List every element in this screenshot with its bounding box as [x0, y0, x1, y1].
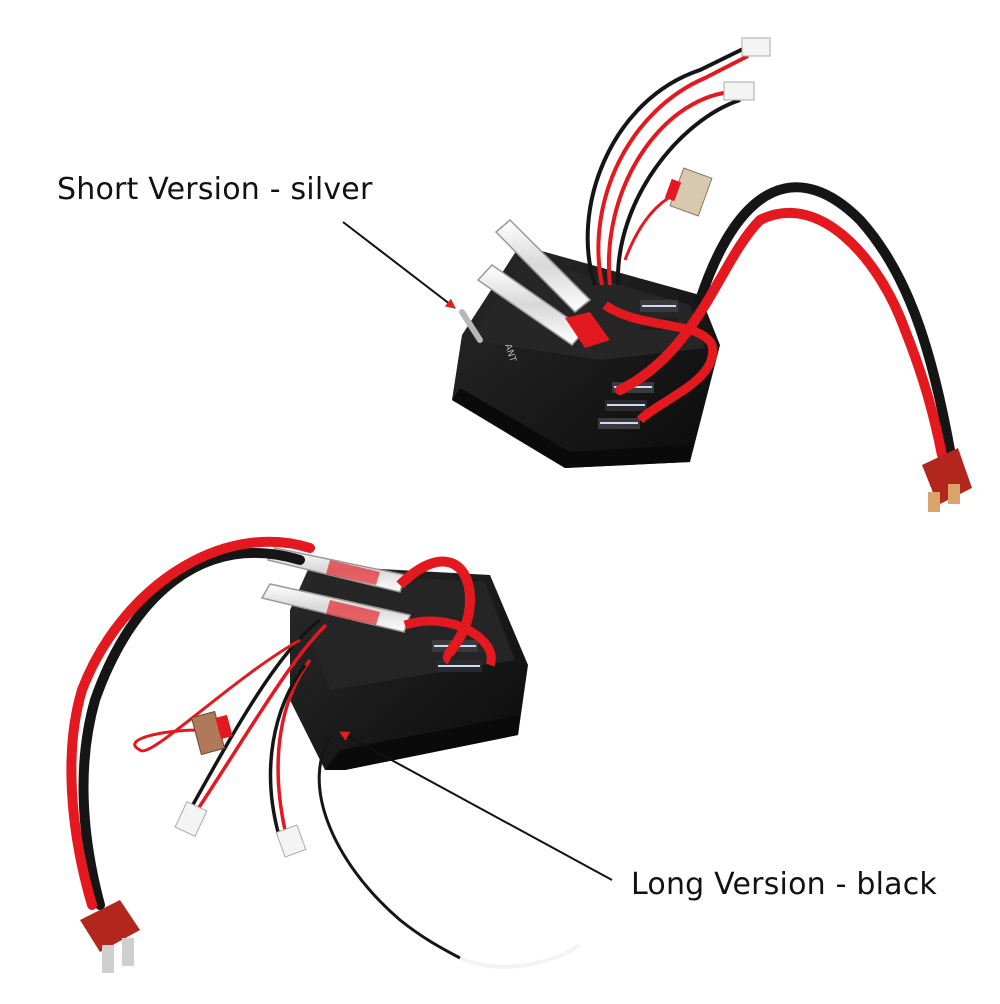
mini-plug-c — [174, 800, 208, 838]
power-wire-red-bottom — [66, 536, 315, 910]
power-wire-red-top — [615, 208, 947, 460]
short-version-receiver: ANT — [452, 37, 972, 512]
t-plug-connector-top — [922, 448, 972, 512]
power-switch-bottom — [190, 710, 233, 756]
power-wire-black-bottom — [78, 548, 305, 910]
mini-plug-a — [741, 37, 771, 57]
mini-plug-b — [723, 81, 755, 101]
bullet-connectors-top — [476, 218, 610, 348]
long-version-receiver — [66, 536, 582, 973]
silver-antenna — [459, 309, 483, 343]
antenna-white-tip — [459, 943, 582, 969]
power-wire-black-top — [695, 182, 955, 455]
arrow-short-version — [342, 221, 456, 309]
mini-plug-d — [275, 824, 307, 858]
t-plug-connector-bottom — [80, 900, 140, 973]
black-antenna — [317, 734, 461, 960]
arrow-long-version — [339, 731, 613, 881]
long-version-label: Long Version - black — [631, 867, 937, 902]
short-version-label: Short Version - silver — [57, 172, 373, 207]
power-switch-top — [664, 167, 713, 217]
